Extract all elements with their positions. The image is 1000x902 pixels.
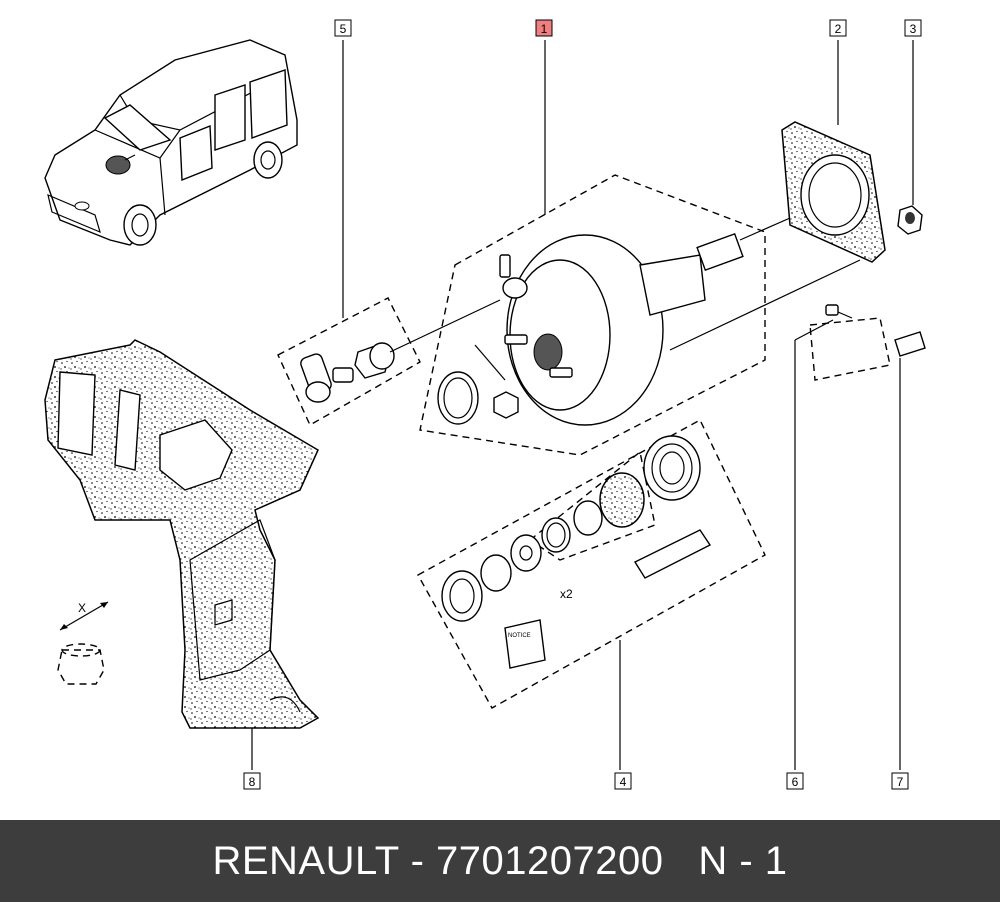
footer-part-number: RENAULT - 7701207200 N - 1 bbox=[212, 838, 788, 883]
callout-7: 7 bbox=[891, 772, 909, 790]
callout-6: 6 bbox=[786, 772, 804, 790]
notice-label: NOTICE bbox=[508, 633, 531, 639]
multiplier-label: x2 bbox=[560, 587, 573, 601]
part-3-nut bbox=[897, 40, 923, 235]
group-1-brake-booster bbox=[419, 174, 861, 456]
callout-8-label: 8 bbox=[249, 775, 256, 789]
group-5-connectors bbox=[277, 297, 501, 426]
van-illustration bbox=[44, 39, 298, 246]
callout-8: 8 bbox=[243, 772, 261, 790]
callout-2-label: 2 bbox=[835, 22, 842, 36]
callout-3: 3 bbox=[904, 19, 922, 37]
parts-6-7 bbox=[794, 304, 926, 770]
part-2-gasket bbox=[781, 40, 886, 263]
group-4-repair-kit: x2 NOTICE bbox=[417, 419, 766, 770]
footer-bar: RENAULT - 7701207200 N - 1 bbox=[0, 820, 1000, 902]
callout-5: 5 bbox=[334, 19, 352, 37]
callout-5-label: 5 bbox=[340, 22, 347, 36]
axis-x-label: X bbox=[78, 601, 86, 615]
exploded-parts-diagram: X bbox=[44, 19, 926, 790]
callout-4-label: 4 bbox=[620, 775, 627, 789]
callout-1: 1 bbox=[535, 19, 553, 37]
callout-6-label: 6 bbox=[792, 775, 799, 789]
callout-4: 4 bbox=[614, 772, 632, 790]
callout-3-label: 3 bbox=[910, 22, 917, 36]
callout-7-label: 7 bbox=[897, 775, 904, 789]
callout-2: 2 bbox=[829, 19, 847, 37]
nut-with-axis: X bbox=[57, 601, 109, 685]
insulation-panel bbox=[44, 339, 320, 729]
callout-1-label: 1 bbox=[541, 22, 548, 36]
